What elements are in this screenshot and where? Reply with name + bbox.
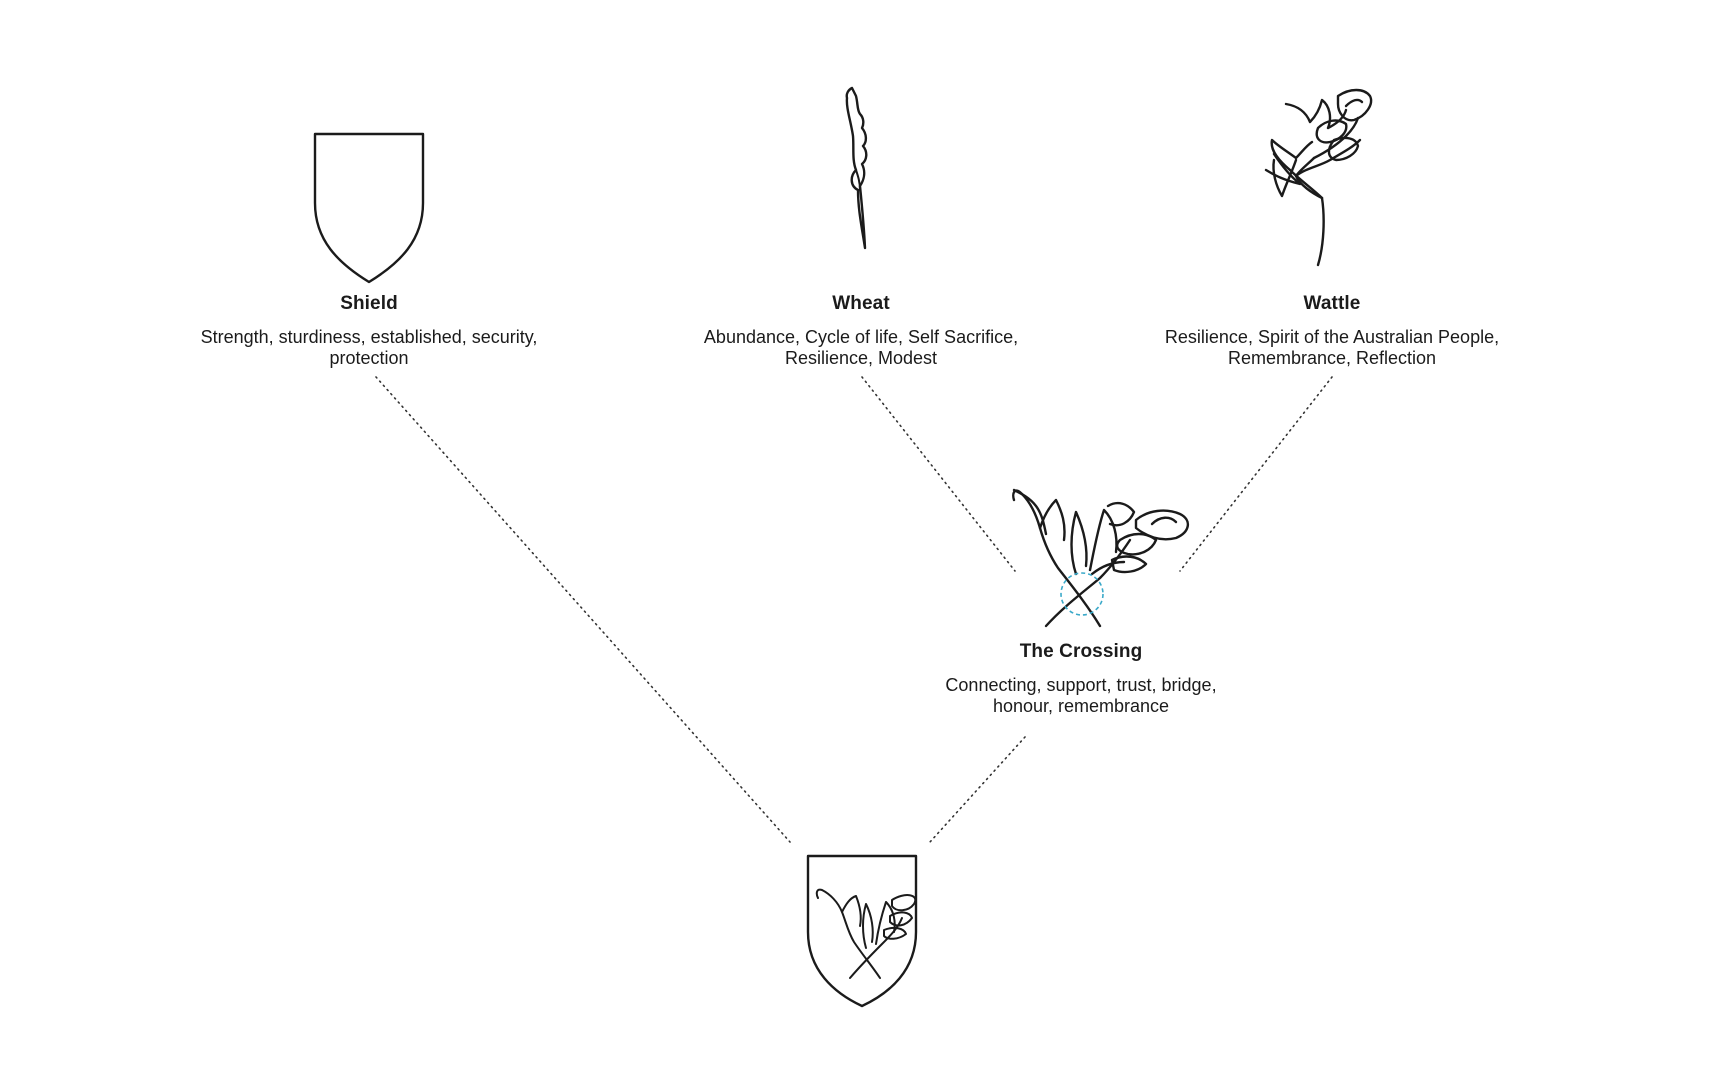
node-title: Wheat bbox=[832, 293, 890, 314]
node-description-line: Resilience, Spirit of the Australian Peo… bbox=[1164, 327, 1500, 347]
shield-icon bbox=[313, 132, 425, 284]
node-shield: Shield Strength, sturdiness, established… bbox=[201, 293, 538, 369]
node-description-line: Strength, sturdiness, established, secur… bbox=[200, 327, 538, 347]
node-wheat: Wheat Abundance, Cycle of life, Self Sac… bbox=[704, 293, 1018, 369]
node-description-line: Resilience, Modest bbox=[784, 348, 938, 368]
node-title: Shield bbox=[340, 293, 398, 314]
node-description-line: honour, remembrance bbox=[992, 696, 1170, 716]
node-description-line: Connecting, support, trust, bridge, bbox=[945, 675, 1217, 695]
node-crossing: The Crossing Connecting, support, trust,… bbox=[945, 641, 1216, 717]
node-description-line: Abundance, Cycle of life, Self Sacrifice… bbox=[703, 327, 1019, 347]
node-title: The Crossing bbox=[1019, 641, 1143, 662]
node-description-line: Remembrance, Reflection bbox=[1227, 348, 1437, 368]
connector-crossing-to-emblem bbox=[929, 736, 1026, 843]
connector-wheat-to-crossing bbox=[861, 376, 1016, 572]
wheat-stalk-icon bbox=[845, 86, 868, 250]
connector-wattle-to-crossing bbox=[1179, 376, 1333, 572]
connector-shield-to-emblem bbox=[375, 376, 791, 843]
crossing-point-highlight bbox=[1060, 572, 1104, 616]
wattle-sprig-icon bbox=[1264, 88, 1373, 267]
shield-emblem-icon bbox=[806, 854, 918, 1008]
node-title: Wattle bbox=[1303, 293, 1361, 314]
node-description-line: protection bbox=[329, 348, 409, 368]
node-wattle: Wattle Resilience, Spirit of the Austral… bbox=[1165, 293, 1499, 369]
crossed-sprigs-icon bbox=[1012, 488, 1189, 628]
